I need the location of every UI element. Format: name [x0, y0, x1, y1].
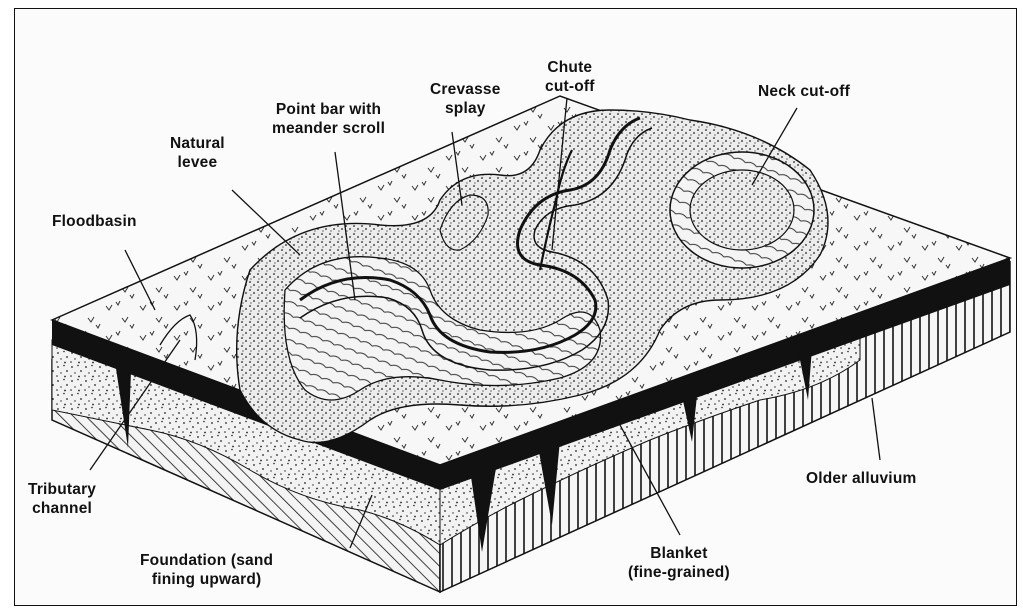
- label-older-alluvium: Older alluvium: [806, 469, 916, 488]
- label-chute-cutoff: Chute cut-off: [545, 58, 595, 96]
- label-floodbasin: Floodbasin: [52, 212, 137, 231]
- label-neck-cutoff: Neck cut-off: [758, 82, 850, 101]
- label-tributary-channel: Tributary channel: [28, 480, 96, 518]
- label-natural-levee: Natural levee: [170, 134, 225, 172]
- label-crevasse-splay: Crevasse splay: [430, 80, 501, 118]
- label-point-bar: Point bar with meander scroll: [272, 100, 385, 138]
- label-blanket: Blanket (fine-grained): [628, 544, 730, 582]
- label-foundation: Foundation (sand fining upward): [140, 551, 273, 589]
- neck-cutoff-inner-bar: [690, 170, 794, 250]
